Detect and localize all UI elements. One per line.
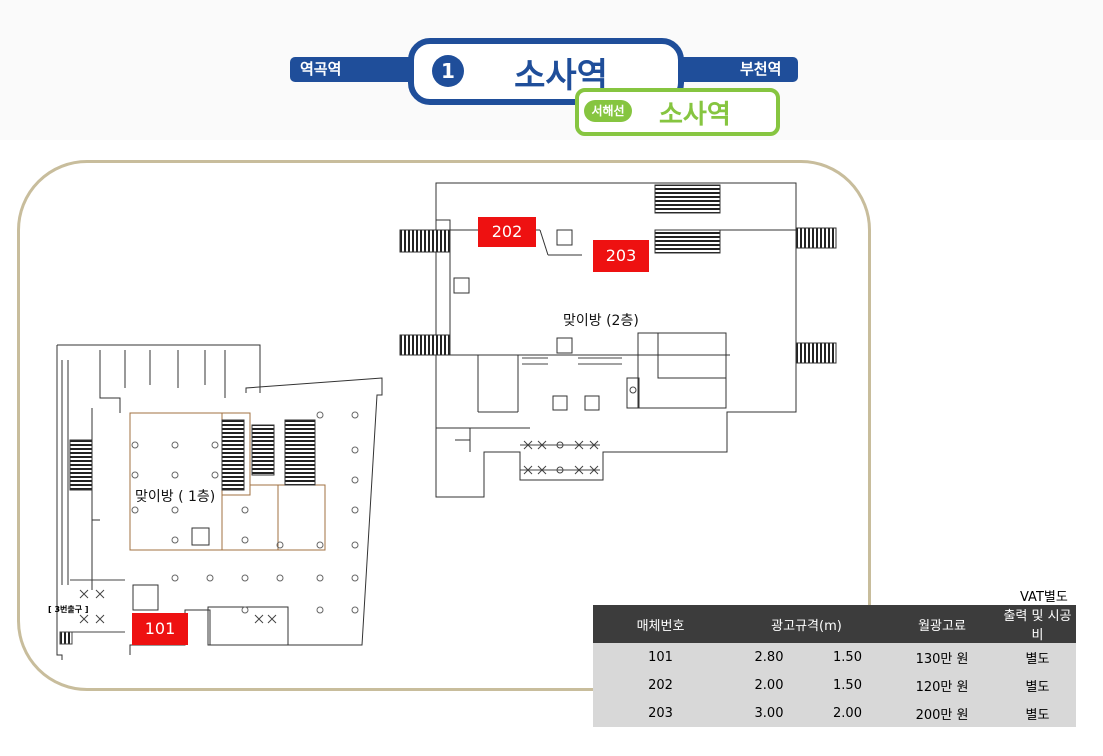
header-install-cost: 출력 및 시공비 xyxy=(999,605,1076,643)
floor2-plan xyxy=(399,182,837,498)
header-media-number: 매체번호 xyxy=(593,605,728,643)
ad-spot-203[interactable]: 203 xyxy=(593,240,649,272)
cell-height: 1.50 xyxy=(810,671,885,699)
prev-station: 역곡역 xyxy=(300,60,342,78)
header-monthly-fee: 월광고료 xyxy=(885,605,999,643)
secondary-line-box: 서해선 소사역 xyxy=(575,88,780,136)
line-number-badge: 1 xyxy=(432,55,464,87)
table-row: 202 2.00 1.50 120만 원 별도 xyxy=(593,671,1076,699)
vat-note: VAT별도 xyxy=(1020,590,1068,605)
cell-monthly-fee: 200만 원 xyxy=(885,699,999,727)
cell-monthly-fee: 120만 원 xyxy=(885,671,999,699)
cell-width: 3.00 xyxy=(728,699,810,727)
floor2-area-label: 맞이방 (2층) xyxy=(563,313,639,329)
cell-install-cost: 별도 xyxy=(999,643,1076,671)
station-box: 1 소사역 xyxy=(408,38,684,105)
floor1-area-label: 맞이방 ( 1층) xyxy=(135,489,216,505)
table-row: 101 2.80 1.50 130만 원 별도 xyxy=(593,643,1076,671)
cell-media-number: 203 xyxy=(593,699,728,727)
exit-3-label: [ 3번출구 ] xyxy=(48,605,89,614)
table-header-row: 매체번호 광고규격(m) 월광고료 출력 및 시공비 xyxy=(593,605,1076,643)
cell-width: 2.80 xyxy=(728,643,810,671)
cell-install-cost: 별도 xyxy=(999,699,1076,727)
cell-install-cost: 별도 xyxy=(999,671,1076,699)
secondary-line-tag: 서해선 xyxy=(584,100,632,122)
floor1-plan xyxy=(56,344,383,660)
cell-width: 2.00 xyxy=(728,671,810,699)
cell-monthly-fee: 130만 원 xyxy=(885,643,999,671)
cell-height: 2.00 xyxy=(810,699,885,727)
cell-media-number: 101 xyxy=(593,643,728,671)
table-row: 203 3.00 2.00 200만 원 별도 xyxy=(593,699,1076,727)
secondary-station-name: 소사역 xyxy=(659,100,731,130)
cell-height: 1.50 xyxy=(810,643,885,671)
ad-price-table: 매체번호 광고규격(m) 월광고료 출력 및 시공비 101 2.80 1.50… xyxy=(593,605,1076,727)
ad-spot-202[interactable]: 202 xyxy=(478,217,536,247)
header-ad-size: 광고규격(m) xyxy=(728,605,885,643)
ad-spot-101[interactable]: 101 xyxy=(132,613,188,645)
cell-media-number: 202 xyxy=(593,671,728,699)
next-station: 부천역 xyxy=(740,60,782,78)
